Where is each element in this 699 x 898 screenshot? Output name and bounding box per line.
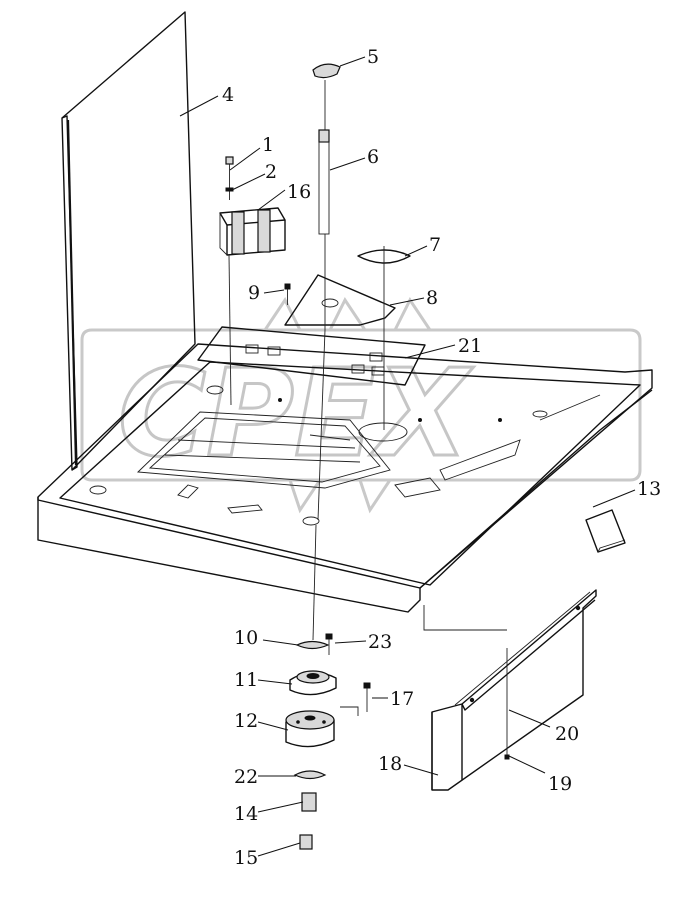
callout-20: 20: [555, 723, 579, 745]
floor-plate-part-21: [197, 326, 426, 386]
callout-16: 16: [287, 181, 311, 203]
mount-part-11: [289, 670, 337, 696]
callout-22: 22: [234, 766, 258, 788]
back-panel-part-4: [61, 11, 196, 471]
bolt-part-1: [225, 156, 234, 200]
bolt-part-19: [504, 648, 510, 760]
callout-13: 13: [637, 478, 661, 500]
callout-11: 11: [234, 669, 258, 691]
leader-lines: [179, 56, 636, 857]
knob-part-5: [312, 63, 341, 79]
callout-18: 18: [378, 753, 402, 775]
bolt-part-17: [340, 682, 371, 716]
washer-part-10: [295, 640, 330, 650]
bracket-part-20: [461, 599, 596, 711]
callout-15: 15: [234, 847, 258, 869]
callout-7: 7: [429, 234, 441, 256]
washer-part-22: [293, 770, 327, 780]
cover-part-7: [357, 246, 411, 268]
bolt-part-23: [325, 633, 333, 655]
screw-part-9: [284, 283, 291, 305]
watermark-text: CPEX: [118, 345, 474, 484]
callout-12: 12: [234, 710, 258, 732]
rod-part-6: [318, 129, 330, 235]
alignment-lines: [228, 80, 385, 641]
callout-19: 19: [548, 773, 572, 795]
callout-1: 1: [262, 134, 274, 156]
callout-labels: 1 2 4 5 6 7 8 9 10 11 12 13 14 15 16 17 …: [222, 46, 661, 869]
bracket-leader-line: [423, 605, 507, 631]
callout-17: 17: [390, 688, 414, 710]
callout-9: 9: [248, 282, 260, 304]
plate-part-8: [284, 274, 396, 326]
callout-2: 2: [265, 161, 277, 183]
callout-21: 21: [458, 335, 482, 357]
callout-6: 6: [367, 146, 379, 168]
callout-8: 8: [426, 287, 438, 309]
callout-4: 4: [222, 84, 234, 106]
cab-floor-platform: [37, 343, 653, 613]
callout-10: 10: [234, 627, 258, 649]
bracket-part-16: [219, 207, 286, 256]
watermark: CPEX: [80, 297, 642, 514]
bushing-part-14: [301, 792, 317, 812]
damper-part-12: [285, 710, 335, 748]
callout-23: 23: [368, 631, 392, 653]
callout-14: 14: [234, 803, 258, 825]
callout-5: 5: [367, 46, 379, 68]
nut-part-15: [299, 834, 313, 850]
pad-part-13: [585, 509, 626, 553]
